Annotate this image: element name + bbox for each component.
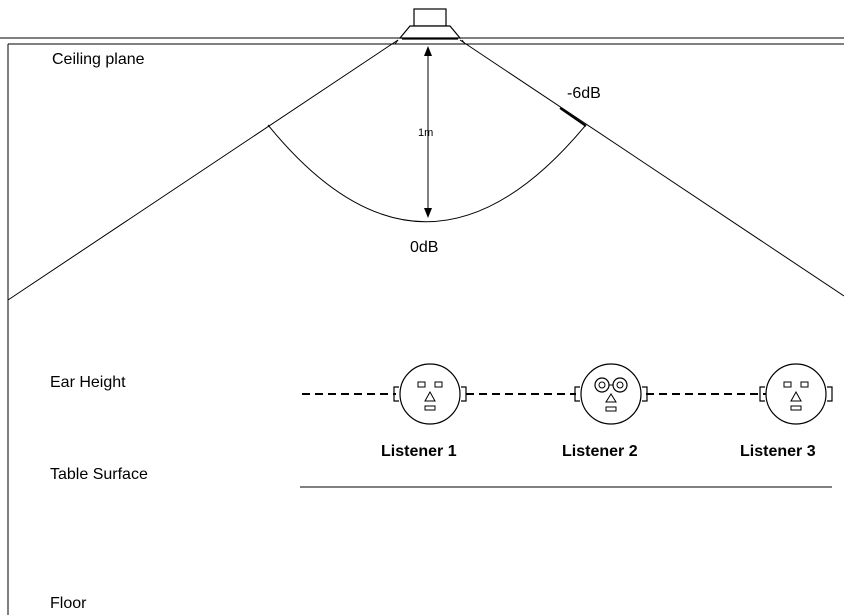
listener-1-label: Listener 1 bbox=[381, 443, 457, 460]
zero-db-label: 0dB bbox=[410, 239, 438, 256]
distance-label: 1m bbox=[418, 127, 433, 139]
zero-db-arc bbox=[267, 124, 586, 223]
table-surface-label: Table Surface bbox=[50, 466, 148, 483]
ceiling-plane-label: Ceiling plane bbox=[52, 51, 145, 68]
listener-face-icon bbox=[759, 363, 833, 425]
room-outline bbox=[0, 37, 844, 615]
coverage-line-right bbox=[459, 39, 844, 297]
listener-2-label: Listener 2 bbox=[562, 443, 638, 460]
listener-2: Listener 2 bbox=[562, 363, 648, 460]
distance-arrow bbox=[424, 46, 432, 218]
listener-face-glasses-icon bbox=[574, 363, 648, 425]
ceiling-speaker-icon bbox=[394, 8, 466, 45]
listener-3-label: Listener 3 bbox=[740, 443, 816, 460]
listener-3: Listener 3 bbox=[740, 363, 833, 460]
minus-6db-label: -6dB bbox=[567, 85, 601, 102]
listener-face-icon bbox=[393, 363, 467, 425]
floor-label: Floor bbox=[50, 595, 87, 612]
ear-height-label: Ear Height bbox=[50, 374, 126, 391]
minus-6db-marker bbox=[559, 107, 587, 127]
coverage-line-left bbox=[7, 39, 399, 301]
listener-1: Listener 1 bbox=[381, 363, 467, 460]
